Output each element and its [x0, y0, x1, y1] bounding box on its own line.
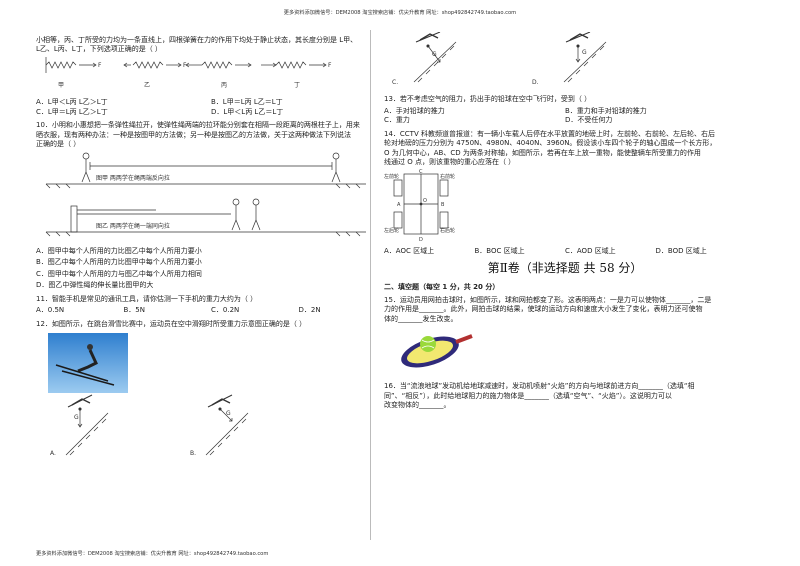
q10-fig2-label: 图乙 两两学在绳一端同向拉	[96, 222, 170, 230]
q11-option-d[interactable]: D．2N	[298, 306, 321, 315]
q12-option-b[interactable]: B.	[190, 450, 196, 457]
q10-option-d[interactable]: D．图乙中弹性绳的伸长量比图甲的大	[36, 281, 154, 290]
q12-g-label-b: G	[226, 410, 231, 417]
q10-text-1: 10．小明和小惠想把一条弹性绳拉开，使弹性绳两端的拉环能分别套在相隔一段距离的两…	[36, 121, 360, 130]
q9-option-d[interactable]: D．L甲＜L丙 L乙＝L丁	[211, 107, 284, 116]
q12-options-cd-figure: G G C. D.	[392, 31, 607, 86]
q12-option-c[interactable]: C.	[392, 79, 398, 86]
q9-option-b[interactable]: B．L甲＝L丙 L乙＝L丁	[211, 98, 283, 107]
right-column: G G C. D. 13．若不考虑空气的阻力，扔出手的铅球在空中飞行时，受到（ …	[384, 31, 746, 411]
q11-text: 11．智能手机是常见的通讯工具，请你估测一下手机的重力大约为（ ）	[36, 294, 258, 303]
q9-options: A．L甲＜L丙 L乙＞L丁 B．L甲＝L丙 L乙＝L丁 C．L甲＝L丙 L乙＞L…	[36, 98, 386, 117]
q9-force-label: F	[98, 62, 102, 69]
q15-text-1: 15．运动员用网拍击球时，如图所示，球和网拍都变了形。这表明两点：一是力可以使物…	[384, 296, 712, 304]
q14-option-d[interactable]: D．BOD 区域上	[655, 246, 707, 255]
q9-force-label: F	[183, 62, 187, 69]
q14-label-left-rear: 左后轮	[384, 227, 399, 234]
q14-option-a[interactable]: A．AOC 区域上	[384, 246, 435, 255]
q13-text: 13．若不考虑空气的阻力，扔出手的铅球在空中飞行时，受到（ ）	[384, 95, 592, 104]
q10-options: A．图甲中每个人所用的力比图乙中每个人所用力要小 B．图乙中每个人所用的力比图甲…	[36, 247, 386, 291]
q14-label-right-front: 右前轮	[440, 173, 455, 180]
q14-label-left-front: 左前轮	[384, 173, 399, 180]
q12-g-label-c: G	[432, 51, 437, 58]
page-footer: 更多资料添加微信号：DEM2008 淘宝搜索店铺：优尖升教育 网址：shop49…	[36, 550, 269, 557]
q14-option-b[interactable]: B．BOC 区域上	[474, 246, 525, 255]
q11-options: A．0.5N B．5N C．0.2N D．2N	[36, 306, 386, 315]
q12-g-label-a: G	[74, 414, 79, 421]
q13-option-b[interactable]: B．重力和手对铅球的推力	[565, 106, 647, 115]
q14-text-3: O 为几何中心，AB、CD 为两条对称轴，如图所示，若再在车上放一重物，能使整辆…	[384, 148, 701, 157]
q10-rope-figure: 图甲 两两学在绳两端反向拉 图乙 两两学在绳一端同向拉	[45, 152, 366, 236]
q13-option-a[interactable]: A．手对铅球的推力	[384, 106, 445, 115]
q12-ski-photo	[48, 333, 128, 393]
q9-text-1: 小相等，丙、丁所受的力均为一条直线上，四根弹簧在力的作用下均处于静止状态，其长度…	[36, 36, 358, 44]
q16-text-1: 16．当“流浪地球”发动机给地球减速时，发动机喷射“火焰”的方向与地球前进方向_…	[384, 382, 695, 391]
q10-fig1-label: 图甲 两两学在绳两端反向拉	[96, 174, 170, 182]
q11-option-a[interactable]: A．0.5N	[36, 306, 65, 315]
q9-fig-label-jia: 甲	[58, 82, 64, 89]
q14-label-d: D	[419, 237, 423, 242]
q9-fig-label-bing: 丙	[221, 82, 227, 89]
q11-option-c[interactable]: C．0.2N	[211, 306, 240, 315]
column-divider	[370, 30, 371, 540]
q12-option-a[interactable]: A.	[50, 450, 56, 457]
q9-text-2: L乙、L丙、L丁，下列选项正确的是（ ）	[36, 45, 162, 54]
q10-option-c[interactable]: C．图甲中每个人所用的力与图乙中每个人所用力相同	[36, 269, 202, 278]
q13-options: A．手对铅球的推力 B．重力和手对铅球的推力 C．重力 D．不受任何力	[384, 107, 746, 126]
q14-label-o: O	[423, 198, 427, 204]
q15-text-3: 体的_______发生改变。	[384, 314, 458, 323]
q9-fig-label-ding: 丁	[294, 82, 300, 89]
q14-label-a: A	[397, 202, 401, 208]
q14-label-c: C	[419, 169, 423, 175]
q15-text-2: 力的作用是_______。此外，网拍击球的结果，使球的运动方向和速度大小发生了变…	[384, 305, 703, 314]
q13-option-c[interactable]: C．重力	[384, 116, 410, 125]
left-column: 小相等，丙、丁所受的力均为一条直线上，四根弹簧在力的作用下均处于静止状态，其长度…	[36, 36, 386, 462]
q9-fig-label-yi: 乙	[144, 82, 150, 89]
q16-text-2: 同”、“相反”），此时给地球阻力的施力物体是_______（选填“空气”、“火焰…	[384, 391, 672, 400]
q16-text-3: 改变物体的_______。	[384, 401, 451, 410]
q10-option-b[interactable]: B．图乙中每个人所用的力比图甲中每个人所用力要小	[36, 258, 202, 267]
q9-option-c[interactable]: C．L甲＝L丙 L乙＞L丁	[36, 107, 108, 116]
q9-option-a[interactable]: A．L甲＜L丙 L乙＞L丁	[36, 98, 108, 107]
q12-options-ab-figure: G G A. B.	[50, 394, 249, 457]
q9-spring-figure: F F F 甲 乙 丙 丁	[45, 56, 332, 89]
q14-label-b: B	[441, 202, 445, 208]
q12-g-label-d: G	[582, 49, 587, 56]
q14-car-diagram: C D A B O 左前轮 右前轮 左后轮 右后轮	[384, 169, 455, 243]
page-header: 更多资料添加微信号：DEM2008 淘宝搜索店铺：优尖升教育 网址：shop49…	[283, 10, 517, 16]
q14-text-2: 轮对地磅的压力分别为 4750N、4980N、4040N、3960N。假设该小车…	[384, 139, 717, 148]
q15-racket-image	[401, 334, 473, 368]
q14-options: A．AOC 区域上 B．BOC 区域上 C．AOD 区域上 D．BOD 区域上	[384, 247, 746, 256]
q12-option-d[interactable]: D.	[532, 79, 539, 86]
q12-text: 12．如图所示，在跳台滑雪比赛中，运动员在空中滑翔时所受重力示意图正确的是（ ）	[36, 319, 307, 328]
q14-text-4: 线通过 O 点，则该重物的重心应落在（ ）	[384, 158, 516, 167]
q14-label-right-rear: 右后轮	[440, 227, 455, 234]
q11-option-b[interactable]: B．5N	[123, 306, 146, 315]
q9-force-label: F	[328, 62, 332, 69]
q13-option-d[interactable]: D．不受任何力	[565, 116, 613, 125]
q10-text-3: 正确的是（ ）	[36, 140, 81, 149]
part2-title: 第Ⅱ卷（非选择题 共 58 分）	[487, 261, 643, 276]
q10-option-a[interactable]: A．图甲中每个人所用的力比图乙中每个人所用力要小	[36, 246, 202, 255]
q14-text-1: 14．CCTV 科教频道曾报道：有一辆小车载人后停在水平放置的地磅上时，左前轮、…	[384, 129, 715, 138]
q10-text-2: 晒衣服，现有两种办法：一种是按图甲的方法做；另一种是按图乙的方法做，关于这两种做…	[36, 130, 351, 139]
fill-in-section-title: 二、填空题（每空 1 分，共 20 分）	[384, 282, 500, 291]
q14-option-c[interactable]: C．AOD 区域上	[565, 246, 616, 255]
